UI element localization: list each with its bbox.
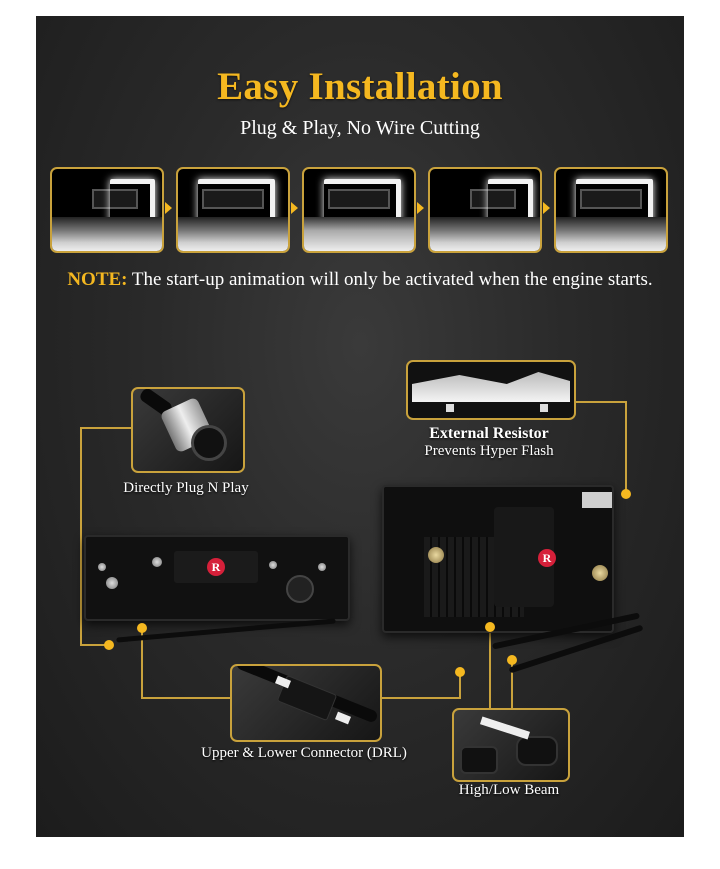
beam-caption: High/Low Beam (458, 782, 560, 798)
screw (106, 577, 118, 589)
screw (152, 557, 162, 567)
connector-line (378, 697, 461, 699)
animation-frame-1 (50, 167, 164, 253)
connection-point-dot (621, 489, 631, 499)
resistor-terminal (540, 404, 548, 412)
headlight-grill (328, 189, 390, 209)
right-headlight-housing: R (382, 485, 614, 633)
animation-frame-3 (302, 167, 416, 253)
beam-connector-callout-image (452, 708, 570, 782)
connection-point-dot (455, 667, 465, 677)
screw (318, 563, 326, 571)
connector-plug-male (460, 746, 498, 774)
bulb-caption: Directly Plug N Play (123, 480, 249, 496)
screw (269, 561, 277, 569)
resistor-module (582, 492, 612, 508)
wire-harness (116, 618, 336, 643)
installation-panel: Easy Installation Plug & Play, No Wire C… (36, 16, 684, 837)
light-reflection (430, 217, 540, 251)
light-reflection (52, 217, 162, 251)
headlight-grill (580, 189, 642, 209)
resistor-terminal (446, 404, 454, 412)
resistor-description: Prevents Hyper Flash (424, 443, 554, 459)
chevron-right-icon (417, 202, 424, 214)
left-headlight-housing: R (84, 535, 350, 621)
connector-line (80, 644, 108, 646)
screw (98, 563, 106, 571)
bulb-callout-image (131, 387, 245, 473)
bulb-socket (286, 575, 314, 603)
chevron-right-icon (543, 202, 550, 214)
connector-line (625, 401, 627, 493)
connector-line (459, 672, 461, 699)
resistor-title: External Resistor (429, 425, 549, 442)
page-title: Easy Installation (217, 65, 503, 108)
connection-point-dot (104, 640, 114, 650)
connection-point-dot (507, 655, 517, 665)
note-body: The start-up animation will only be acti… (127, 269, 653, 290)
animation-frame-4 (428, 167, 542, 253)
resistor-plate (412, 372, 570, 402)
light-reflection (556, 217, 666, 251)
connector-label (479, 716, 531, 740)
page-subtitle: Plug & Play, No Wire Cutting (240, 117, 480, 139)
connector-line (141, 697, 231, 699)
headlight-grill (92, 189, 138, 209)
connector-line (141, 628, 143, 698)
note-label: NOTE: (67, 269, 128, 290)
connection-point-dot (485, 622, 495, 632)
light-reflection (178, 217, 288, 251)
resistor-caption: External Resistor Prevents Hyper Flash (406, 425, 572, 460)
chevron-right-icon (291, 202, 298, 214)
drl-connector-callout-image (230, 664, 382, 742)
connector-line (80, 427, 82, 646)
note-text: NOTE: The start-up animation will only b… (36, 269, 684, 291)
animation-frame-2 (176, 167, 290, 253)
resistor-callout-image (406, 360, 576, 420)
drl-caption: Upper & Lower Connector (DRL) (201, 745, 407, 761)
light-reflection (304, 217, 414, 251)
connection-point-dot (137, 623, 147, 633)
connector-line (489, 627, 491, 709)
connector-plug-female (516, 736, 558, 766)
bulb-contacts (191, 425, 227, 461)
connector-line (511, 660, 513, 709)
chevron-right-icon (165, 202, 172, 214)
adjuster-bolt (428, 547, 444, 563)
animation-frame-5 (554, 167, 668, 253)
connector-line (573, 401, 626, 403)
headlight-grill (202, 189, 264, 209)
brand-logo-badge: R (207, 558, 225, 576)
headlight-grill (470, 189, 516, 209)
connector-line (80, 427, 131, 429)
brand-logo-badge: R (538, 549, 556, 567)
adjuster-bolt (592, 565, 608, 581)
